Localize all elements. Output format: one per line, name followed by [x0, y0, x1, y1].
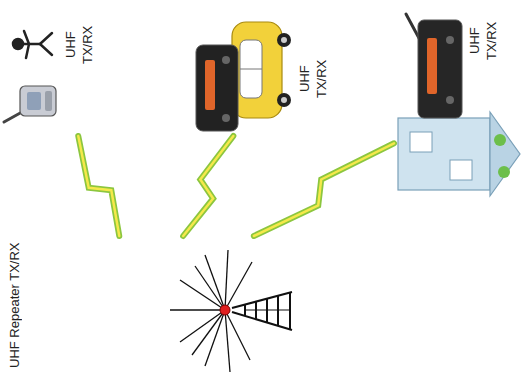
node-label: UHF TX/RX [466, 10, 506, 72]
bolt-inner [254, 143, 394, 236]
tower-beacon [220, 305, 230, 315]
node-label: UHF TX/RX [296, 48, 336, 110]
person-figure [13, 31, 52, 58]
bolt-outer [183, 136, 233, 236]
bolt-inner [78, 136, 119, 236]
radio-link-bolt [254, 143, 394, 236]
mobile-radio [196, 45, 238, 131]
radio-node: UHF TX/RX [394, 0, 531, 196]
repeater-node: UHF Repeater TX/RX [0, 236, 296, 376]
radio-waves [170, 250, 252, 372]
edge-layer [78, 136, 394, 236]
node-label: UHF TX/RX [62, 14, 102, 76]
house-icon [398, 112, 520, 196]
car-icon [232, 22, 291, 118]
handheld-radio [4, 86, 56, 122]
node-label: UHF Repeater TX/RX [6, 240, 46, 370]
bolt-outer [78, 136, 119, 236]
bolt-outer [254, 143, 394, 236]
radio-link-bolt [78, 136, 119, 236]
tower-mast [232, 292, 292, 330]
radio-node: UHF TX/RX [0, 8, 104, 136]
radio-link-bolt [183, 136, 233, 236]
bolt-inner [183, 136, 233, 236]
base-radio [406, 14, 462, 118]
radio-node: UHF TX/RX [190, 10, 340, 136]
